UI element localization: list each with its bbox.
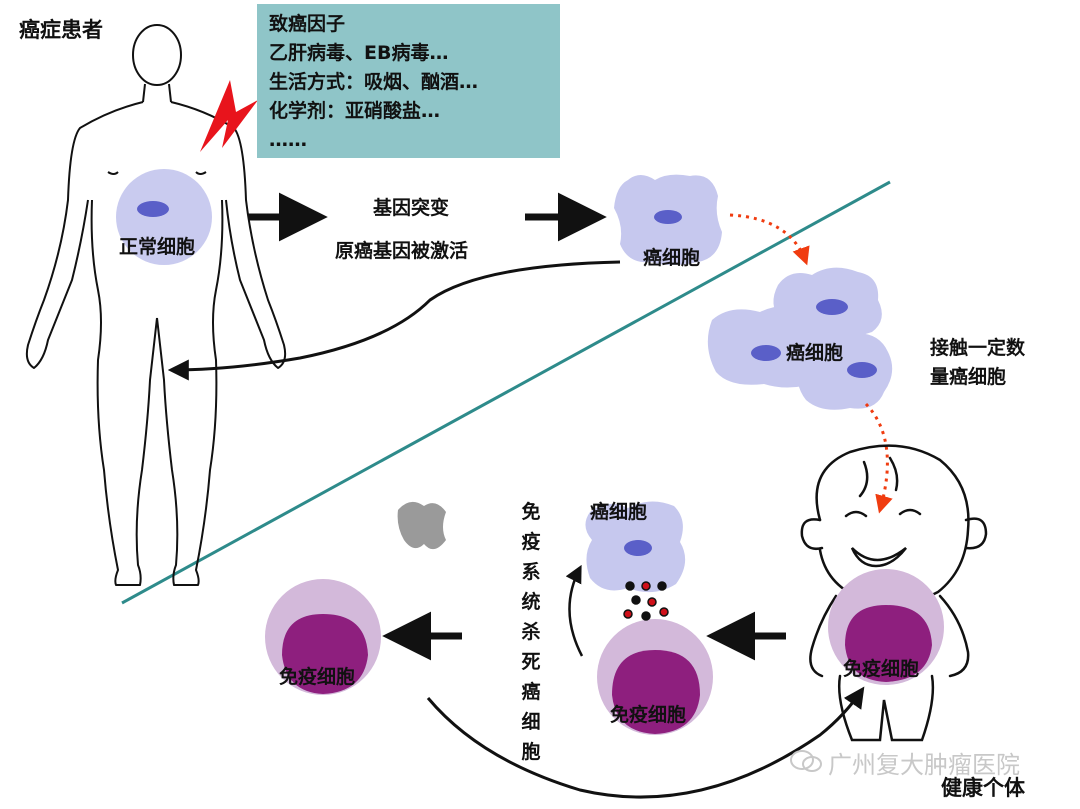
- kill-arrow: [565, 564, 584, 657]
- contact-text-line1: 接触一定数: [930, 337, 1026, 359]
- carcinogen-title: 致癌因子: [269, 13, 346, 35]
- dotted-arrow-to-cluster: [729, 213, 810, 266]
- kill-text-char: 免: [521, 501, 541, 523]
- carcinogen-line: 乙肝病毒、EB病毒…: [269, 42, 449, 64]
- cytotoxic-granules: [623, 581, 669, 621]
- kill-text-char: 疫: [521, 531, 541, 553]
- attacked-cancer-cell: [585, 501, 686, 593]
- patient-figure: [25, 24, 287, 586]
- kill-text-char: 死: [521, 651, 541, 673]
- kill-text-char: 胞: [521, 741, 541, 763]
- kill-text-char: 杀: [521, 621, 541, 643]
- cancer-cell-cluster: [707, 267, 893, 410]
- patient-label: 癌症患者: [19, 18, 103, 42]
- immune-cell-right: [828, 569, 944, 685]
- lightning-icon: [200, 80, 258, 152]
- immune-cell-middle: [597, 619, 713, 735]
- wechat-icon: [790, 750, 822, 772]
- healthy-label: 健康个体: [941, 776, 1025, 800]
- arrow-back-to-patient: [167, 260, 621, 381]
- kill-text-vertical: 免 疫 系 统 杀 死 癌 细 胞: [519, 497, 543, 767]
- immune-cell-label-left: 免疫细胞: [279, 666, 356, 688]
- killed-cancer-label: 癌细胞: [590, 501, 648, 523]
- carcinogen-line: 生活方式：吸烟、酗酒…: [269, 71, 479, 93]
- diagonal-divider: [121, 180, 891, 605]
- cancer-cell-label: 癌细胞: [643, 247, 701, 269]
- mutation-label: 基因突变: [373, 197, 450, 219]
- carcinogen-line: 化学剂：亚硝酸盐…: [269, 100, 441, 122]
- kill-text-char: 癌: [521, 681, 541, 703]
- contact-text-line2: 量癌细胞: [930, 366, 1007, 388]
- carcinogen-line: ……: [269, 129, 307, 151]
- normal-cell: [116, 169, 212, 265]
- dotted-arrow-to-child: [864, 402, 893, 514]
- cancer-cell: [614, 174, 722, 265]
- cluster-label: 癌细胞: [786, 342, 844, 364]
- kill-text-char: 统: [521, 591, 541, 613]
- immune-cell-label-right: 免疫细胞: [843, 658, 920, 680]
- arrow-back-to-child: [426, 686, 865, 799]
- cell-debris: [397, 501, 446, 550]
- immune-cell-label-middle: 免疫细胞: [610, 704, 687, 726]
- normal-cell-label: 正常细胞: [119, 236, 196, 258]
- kill-text-char: 细: [521, 711, 541, 733]
- kill-text-char: 系: [521, 561, 541, 583]
- carcinogen-box: 致癌因子 乙肝病毒、EB病毒… 生活方式：吸烟、酗酒… 化学剂：亚硝酸盐… ……: [257, 4, 560, 158]
- watermark: 广州复大肿瘤医院: [828, 751, 1020, 779]
- immune-cell-left: [265, 579, 381, 695]
- oncogene-activated-label: 原癌基因被激活: [335, 240, 469, 262]
